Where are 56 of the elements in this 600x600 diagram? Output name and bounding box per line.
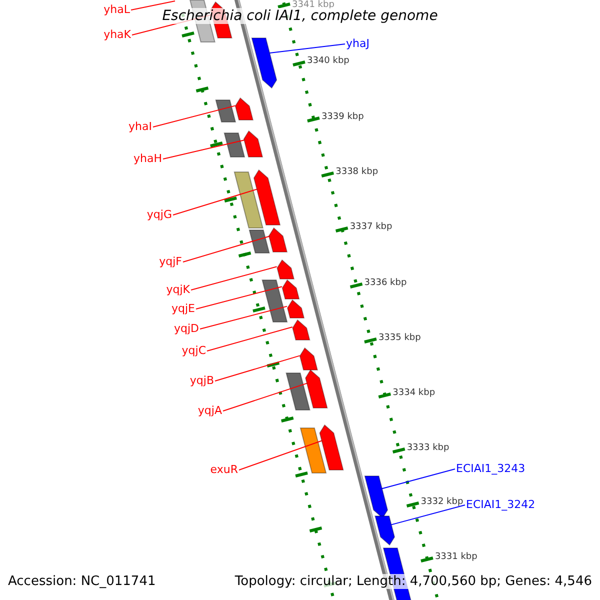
- gene-glyph: [319, 424, 344, 470]
- title: Escherichia coli IAI1, complete genome: [160, 8, 440, 24]
- accession-text: Accession: NC_011741: [8, 574, 156, 589]
- leader-line: [162, 140, 245, 160]
- genome-summary-text: Topology: circular; Length: 4,700,560 bp; Genes: 4,546: [234, 574, 592, 589]
- gene-label: ECIAI1_3243: [456, 462, 526, 475]
- gene-label: ECIAI1_3242: [466, 498, 536, 511]
- gene-glyph: [243, 130, 264, 158]
- leader-line: [269, 44, 346, 54]
- gene-glyph: [251, 38, 278, 89]
- gene-glyph: [292, 319, 310, 340]
- gene-glyph: [253, 169, 281, 226]
- gene-glyph: [374, 516, 396, 546]
- leader-line: [206, 326, 293, 352]
- gene-label: yqjA: [198, 404, 222, 417]
- gene-label: yqjE: [172, 302, 195, 315]
- leader-line: [130, 0, 176, 10]
- gene-label: yqjK: [166, 283, 190, 296]
- leader-line: [382, 468, 456, 490]
- leader-line: [390, 504, 466, 526]
- leader-line: [200, 306, 288, 330]
- scale-label: 3340 kbp: [306, 56, 350, 67]
- gene-label: yqjC: [182, 344, 206, 357]
- gene-label: yhaL: [104, 3, 130, 16]
- scale-label: 3337 kbp: [350, 222, 392, 233]
- gene-label: yqjB: [190, 374, 214, 387]
- gene-glyph: [268, 227, 288, 252]
- scale-label: 3332 kbp: [420, 497, 464, 508]
- leader-line: [196, 286, 282, 310]
- leader-line: [190, 266, 278, 290]
- gene-glyph: [234, 97, 254, 120]
- gene-label: yhaJ: [346, 37, 370, 50]
- gene-label: yhaK: [104, 28, 131, 41]
- gene-label: yqjG: [146, 208, 172, 221]
- scale-label: 3336 kbp: [364, 278, 407, 289]
- leader-line: [182, 236, 270, 262]
- gene-label: yqjD: [174, 322, 199, 335]
- gene-glyph: [276, 259, 295, 280]
- scale-label: 3338 kbp: [336, 167, 378, 178]
- scale-label: 3331 kbp: [434, 552, 478, 563]
- gene-glyph: [282, 279, 300, 300]
- scale-label: 3333 kbp: [406, 443, 450, 454]
- gene-label: yhaH: [134, 152, 162, 165]
- leader-line: [222, 382, 308, 412]
- leader-line: [172, 188, 258, 216]
- gene-label: yhaI: [128, 120, 152, 133]
- leader-line: [152, 105, 236, 128]
- gene-label: yqjF: [159, 255, 182, 268]
- scale-label: 3335 kbp: [378, 333, 421, 344]
- leader-line: [238, 440, 322, 470]
- gene-glyph: [299, 347, 318, 370]
- scale-label: 3334 kbp: [392, 388, 436, 399]
- scale-label: 3341 kbp: [292, 0, 334, 10]
- leader-line: [214, 355, 300, 382]
- gene-label: exuR: [210, 463, 238, 476]
- scale-label: 3339 kbp: [321, 112, 364, 123]
